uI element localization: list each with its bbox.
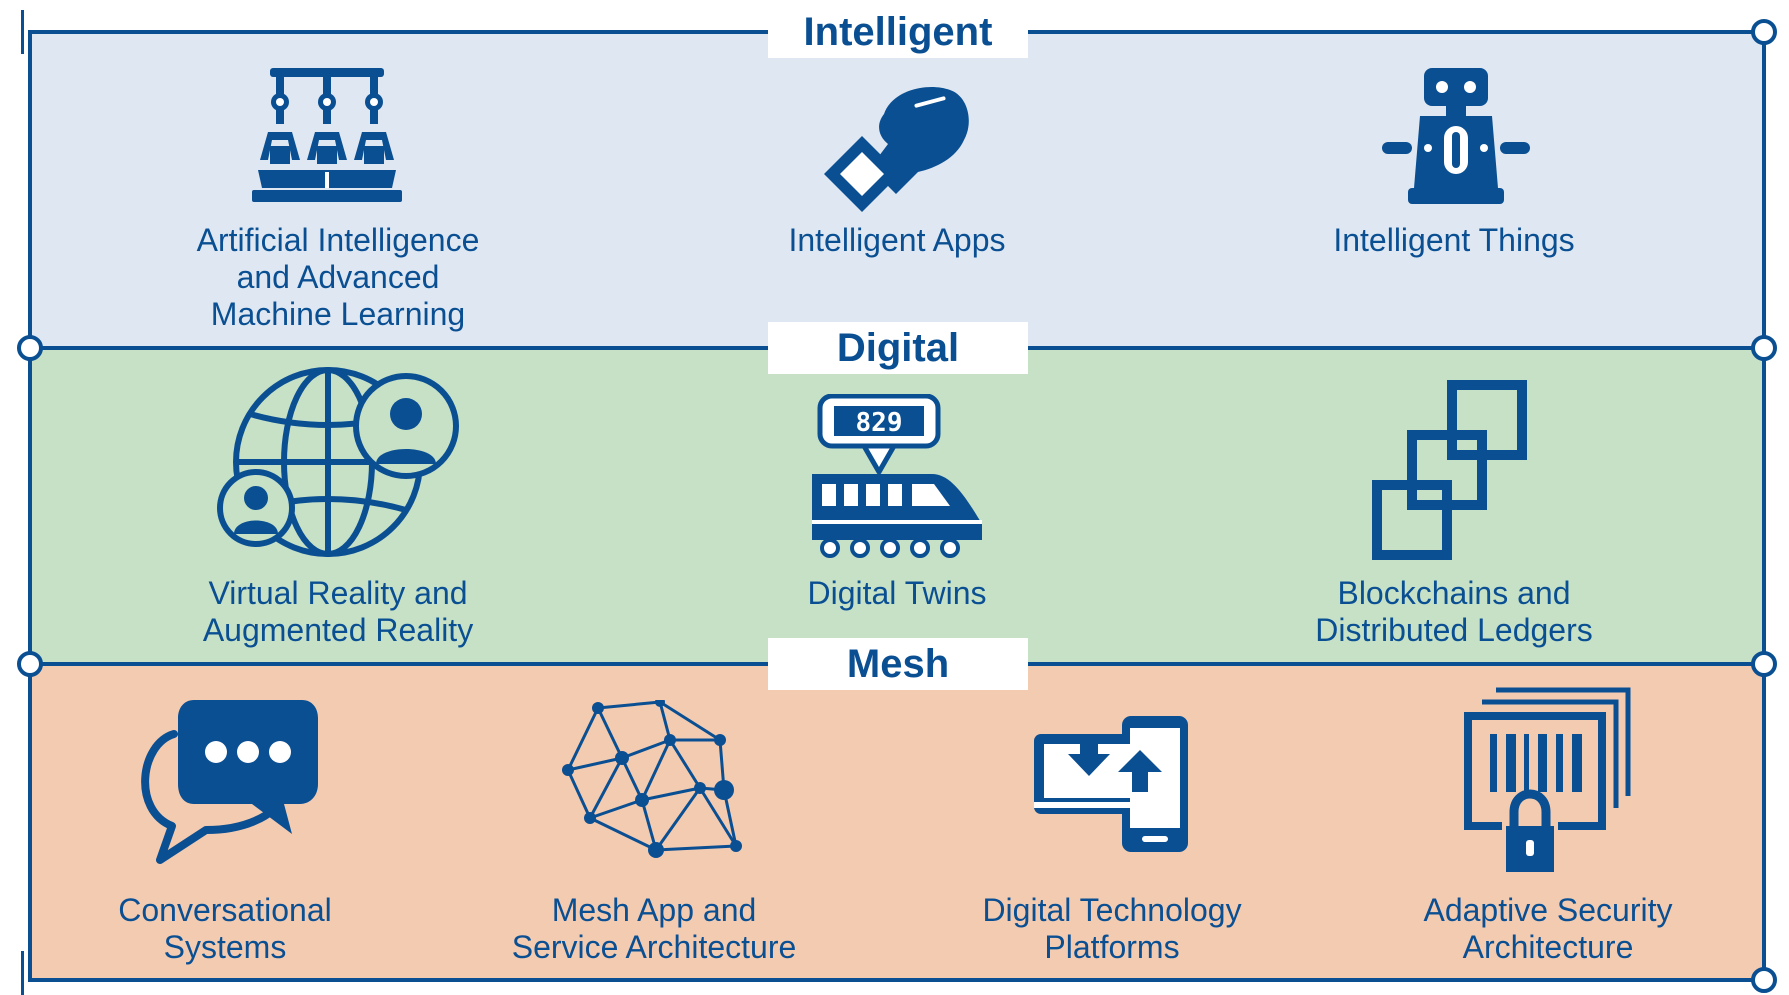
item-label-line: Architecture: [1462, 929, 1634, 965]
robotic-arms-icon: [252, 66, 402, 204]
item-label-line: Intelligent Things: [1333, 222, 1575, 258]
item-label: Blockchains and Distributed Ledgers: [1315, 575, 1592, 649]
item-label-line: Service Architecture: [511, 929, 797, 965]
item-label-line: Blockchains and: [1337, 575, 1571, 611]
item-label: Digital Twins: [807, 575, 986, 612]
section-title-intelligent: Intelligent: [768, 6, 1028, 58]
connector-node: [1751, 967, 1777, 993]
connector-node: [1751, 651, 1777, 677]
item-label-line: Digital Twins: [807, 575, 987, 611]
globe-users-icon: [216, 366, 460, 560]
connector-node: [1751, 335, 1777, 361]
item-label-line: Machine Learning: [210, 296, 466, 332]
section-title-digital: Digital: [768, 322, 1028, 374]
bottom-border: [28, 978, 1766, 982]
item-label-line: Augmented Reality: [202, 612, 474, 648]
item-label: Adaptive Security Architecture: [1423, 892, 1672, 966]
barcode-lock-icon: [1462, 686, 1632, 882]
item-label-line: Conversational: [118, 892, 332, 928]
robot-icon: [1378, 66, 1534, 206]
display-readout: 829: [856, 408, 903, 438]
right-border: [1762, 30, 1766, 982]
item-label-line: Adaptive Security: [1423, 892, 1673, 928]
item-label: Intelligent Things: [1333, 222, 1574, 259]
corner-mark: [21, 951, 24, 995]
item-label: Intelligent Apps: [788, 222, 1005, 259]
connector-node: [17, 651, 43, 677]
item-label: Virtual Reality and Augmented Reality: [203, 575, 473, 649]
item-label-line: and Advanced: [236, 259, 440, 295]
smartwatch-icon: [818, 82, 974, 218]
train-display-icon: 829: [808, 394, 986, 560]
mesh-network-icon: [560, 700, 750, 868]
item-label-line: Mesh App and: [551, 892, 757, 928]
connector-node: [17, 335, 43, 361]
item-label: Conversational Systems: [118, 892, 331, 966]
item-label-line: Digital Technology: [982, 892, 1242, 928]
corner-mark: [21, 10, 24, 54]
devices-sync-icon: [1032, 712, 1192, 856]
item-label-line: Distributed Ledgers: [1315, 612, 1593, 648]
item-label: Mesh App and Service Architecture: [512, 892, 797, 966]
item-label: Digital Technology Platforms: [982, 892, 1241, 966]
item-label-line: Platforms: [1044, 929, 1180, 965]
section-title-mesh: Mesh: [768, 638, 1028, 690]
left-border: [28, 30, 32, 982]
connector-node: [1751, 19, 1777, 45]
item-label-line: Artificial Intelligence: [196, 222, 480, 258]
chat-bubbles-icon: [134, 700, 318, 866]
chain-links-icon: [1372, 380, 1532, 560]
item-label-line: Virtual Reality and: [208, 575, 468, 611]
item-label-line: Intelligent Apps: [788, 222, 1006, 258]
item-label-line: Systems: [163, 929, 287, 965]
item-label: Artificial Intelligence and Advanced Mac…: [197, 222, 480, 333]
